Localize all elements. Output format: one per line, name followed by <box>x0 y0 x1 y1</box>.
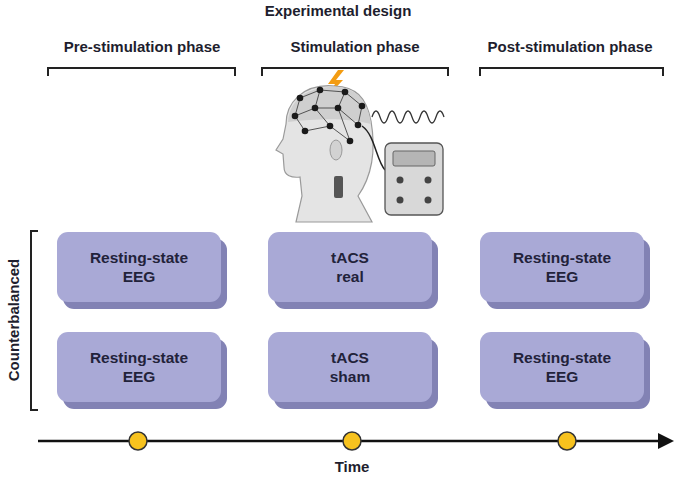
phase-header: Post-stimulation phase <box>460 38 677 56</box>
box-content: Resting-state EEG <box>506 348 618 386</box>
condition-box: Resting-state EEG <box>57 232 221 302</box>
electrode <box>302 128 309 135</box>
cap-wires <box>295 90 362 141</box>
box-content: Resting-state EEG <box>506 248 618 286</box>
condition-box: Resting-state EEG <box>480 332 644 402</box>
box-label: tACS sham <box>326 348 374 386</box>
phase-header: Stimulation phase <box>245 38 465 56</box>
time-point <box>558 432 576 450</box>
ear <box>330 140 342 160</box>
box-label: Resting-state EEG <box>83 248 195 286</box>
phase-bracket <box>48 68 235 76</box>
electrode <box>317 87 324 94</box>
box-label: Resting-state EEG <box>506 248 618 286</box>
device-cable <box>362 126 385 170</box>
head-illustration <box>276 86 373 222</box>
axis-label: Time <box>242 458 462 476</box>
device-button <box>397 177 404 184</box>
electrode <box>312 105 319 112</box>
box-content: tACS real <box>326 248 374 286</box>
electrode <box>359 103 366 110</box>
electrode-pad <box>334 176 343 198</box>
phase-header: Pre-stimulation phase <box>32 38 252 56</box>
condition-box: Resting-state EEG <box>57 332 221 402</box>
timeline-arrowhead <box>658 433 674 449</box>
phase-bracket <box>262 68 448 76</box>
device-button <box>425 177 432 184</box>
phase-bracket <box>480 68 663 76</box>
electrode <box>297 95 304 102</box>
electrode <box>342 89 349 96</box>
box-label: Resting-state EEG <box>83 348 195 386</box>
electrodes <box>292 87 366 145</box>
axis-label: Counterbalanced <box>5 210 23 430</box>
time-point <box>343 432 361 450</box>
electrode <box>335 105 342 112</box>
side-bracket <box>31 231 38 410</box>
condition-box: tACS sham <box>268 332 432 402</box>
device-screen <box>393 151 435 166</box>
diagram-title: Experimental design <box>188 2 488 20</box>
eeg-cap <box>288 87 371 124</box>
box-content: tACS sham <box>326 348 374 386</box>
box-content: Resting-state EEG <box>83 248 195 286</box>
box-label: tACS real <box>326 248 374 286</box>
device-button <box>397 197 404 204</box>
electrode <box>327 123 334 130</box>
box-content: Resting-state EEG <box>83 348 195 386</box>
condition-box: tACS real <box>268 232 432 302</box>
electrode <box>355 122 362 129</box>
sine-wave <box>372 111 444 123</box>
condition-box: Resting-state EEG <box>480 232 644 302</box>
device-button <box>425 197 432 204</box>
box-label: Resting-state EEG <box>506 348 618 386</box>
electrode <box>292 113 299 120</box>
stimulator-device <box>385 143 443 215</box>
electrode <box>347 138 354 145</box>
time-point <box>129 432 147 450</box>
